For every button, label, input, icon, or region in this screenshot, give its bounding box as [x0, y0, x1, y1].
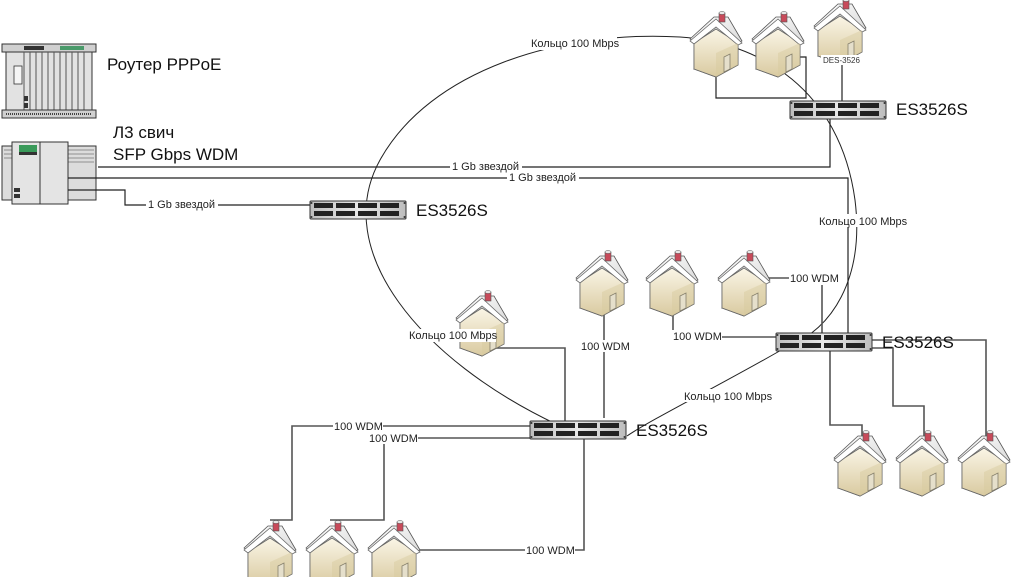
switch-right-label: ES3526S [882, 333, 954, 352]
house-icon [833, 430, 887, 497]
link-label-gb-star-1: 1 Gb звездой [452, 161, 519, 173]
link-label-wdm-bottom-c: 100 WDM [526, 545, 575, 557]
house-icon [243, 520, 297, 577]
link-label-ring-top: Кольцо 100 Mbps [531, 38, 620, 50]
switch-icon [775, 332, 873, 352]
house-icon [455, 290, 509, 357]
link-label-wdm-bottom-b: 100 WDM [369, 433, 418, 445]
link-label-wdm-bottom-a: 100 WDM [334, 421, 383, 433]
link-label-wdm-mid-house1: 100 WDM [581, 341, 630, 353]
house-icon [751, 11, 805, 78]
house-icon [367, 520, 421, 577]
house-icon [895, 430, 949, 497]
l3-switch-label-line2: SFP Gbps WDM [113, 145, 238, 164]
router-label: Роутер PPPoE [107, 55, 221, 74]
l3-switch-label-line1: Л3 свич [113, 123, 174, 142]
link-label-wdm-right-house3: 100 WDM [790, 273, 839, 285]
link-label-gb-star-3: 1 Gb звездой [148, 199, 215, 211]
link-label-ring-left: Кольцо 100 Mbps [409, 330, 498, 342]
link-label-wdm-right-house2: 100 WDM [673, 331, 722, 343]
house-icon [813, 0, 867, 65]
switch-top-right-label: ES3526S [896, 100, 968, 119]
switch-center-label: ES3526S [416, 201, 488, 220]
house-icon [957, 430, 1011, 497]
house-icon [305, 520, 359, 577]
link-label-ring-bottom-right: Кольцо 100 Mbps [684, 391, 773, 403]
ring-link [365, 35, 858, 437]
switch-icon [529, 420, 627, 440]
link-label-ring-right: Кольцо 100 Mbps [819, 216, 908, 228]
house-icon [645, 250, 699, 317]
bottom-cluster-links [270, 347, 585, 551]
des-3526-label: DES-3526 [823, 56, 860, 65]
link-label-gb-star-2: 1 Gb звездой [509, 172, 576, 184]
l3-switch-device [1, 141, 97, 205]
switch-bottom-label: ES3526S [636, 421, 708, 440]
house-icon [689, 11, 743, 78]
switch-icon [789, 100, 887, 120]
house-icon [717, 250, 771, 317]
gb-links [68, 118, 849, 335]
router-device [1, 43, 97, 119]
house-icon [575, 250, 629, 317]
switch-icon [309, 200, 407, 220]
